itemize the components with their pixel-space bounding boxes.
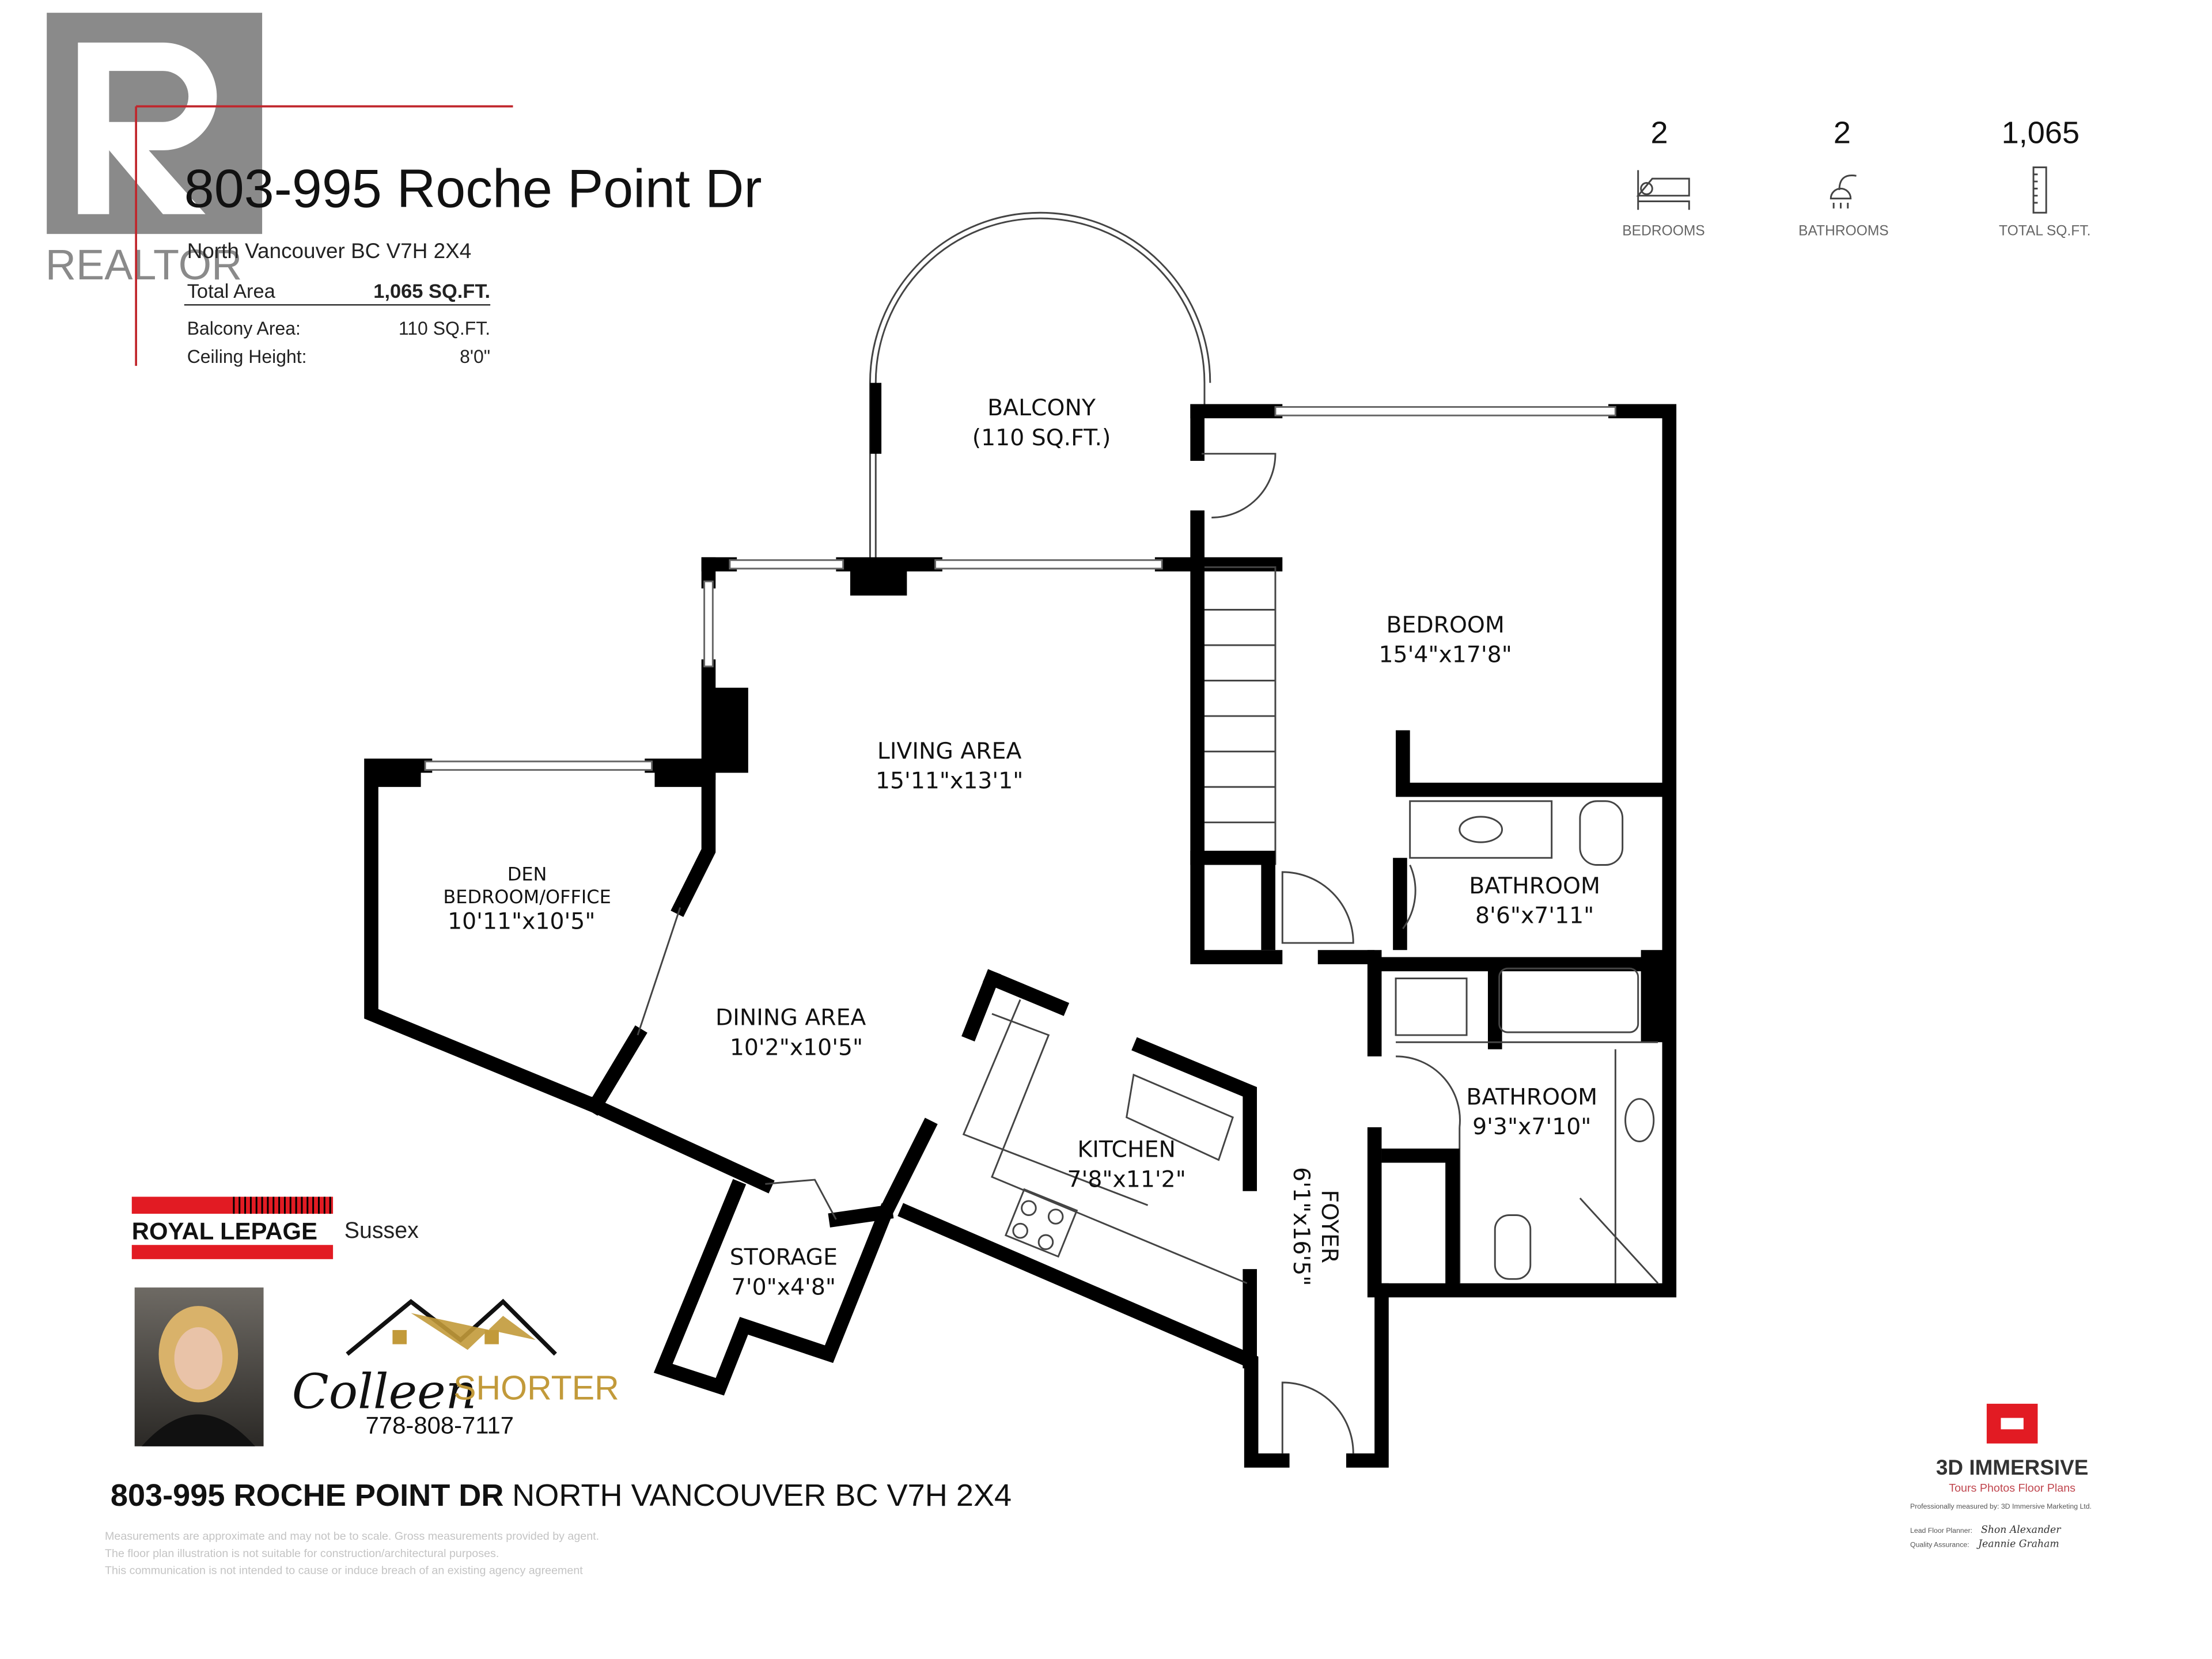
vendor-measured-by: Professionally measured by: 3D Immersive… xyxy=(1910,1502,2092,1510)
room-foyer: FOYER 6'1"x16'5" xyxy=(1288,1167,1343,1286)
room-bathroom-1: BATHROOM 8'6"x7'11" xyxy=(1469,873,1600,929)
stat-label: BEDROOMS xyxy=(1622,224,1705,239)
vendor-logo: 3D IMMERSIVE Tours Photos Floor Plans Pr… xyxy=(1910,1403,2092,1550)
room-dining: DINING AREA 10'2"x10'5" xyxy=(715,1005,866,1061)
brokerage-suffix: Sussex xyxy=(344,1218,419,1243)
shower-icon xyxy=(1830,175,1857,209)
stat-bedrooms: 2 BEDROOMS xyxy=(1622,116,1705,239)
balcony-area-value: 110 SQ.FT. xyxy=(399,318,490,339)
footer-address-bold: 803-995 ROCHE POINT DR xyxy=(111,1478,504,1513)
footer-address-rest: NORTH VANCOUVER BC V7H 2X4 xyxy=(512,1478,1012,1513)
vendor-name: 3D IMMERSIVE xyxy=(1936,1456,2088,1479)
room-size: 15'11"x13'1" xyxy=(876,768,1023,794)
lead-planner-signature: Shon Alexander xyxy=(1981,1524,2062,1536)
stat-bathrooms: 2 BATHROOMS xyxy=(1798,116,1889,239)
disclaimer-line: This communication is not intended to ca… xyxy=(105,1564,583,1577)
total-area-label: Total Area xyxy=(187,281,276,302)
bed-icon xyxy=(1636,170,1690,210)
room-bathroom-2: BATHROOM 9'3"x7'10" xyxy=(1466,1084,1597,1141)
stat-label: BATHROOMS xyxy=(1798,224,1889,239)
stat-value: 1,065 xyxy=(2002,116,2080,150)
agent-first-name: Colleen xyxy=(292,1363,477,1419)
room-size: 8'6"x7'11" xyxy=(1475,902,1594,929)
ceiling-value: 8'0" xyxy=(460,346,490,367)
room-size: 9'3"x7'10" xyxy=(1472,1113,1591,1140)
stat-total-sqft: 1,065 TOTAL SQ.FT. xyxy=(1999,116,2090,239)
balcony-area-label: Balcony Area: xyxy=(187,318,301,339)
room-name: LIVING AREA xyxy=(877,738,1022,764)
room-den: DEN BEDROOM/OFFICE 10'11"x10'5" xyxy=(443,863,611,935)
room-name: DEN xyxy=(507,863,547,885)
room-name: KITCHEN xyxy=(1077,1137,1175,1163)
qa-signature: Jeannie Graham xyxy=(1976,1539,2059,1550)
agent-phone[interactable]: 778-808-7117 xyxy=(366,1412,514,1439)
room-size: 15'4"x17'8" xyxy=(1379,642,1512,668)
lead-planner-label: Lead Floor Planner: xyxy=(1910,1527,1972,1535)
brokerage-logo: ROYAL LEPAGE Sussex xyxy=(131,1196,419,1259)
stat-label: TOTAL SQ.FT. xyxy=(1999,224,2090,239)
room-size: 6'1"x16'5" xyxy=(1288,1167,1315,1286)
stat-value: 2 xyxy=(1651,116,1668,150)
city-line: North Vancouver BC V7H 2X4 xyxy=(187,239,472,263)
total-area-value: 1,065 SQ.FT. xyxy=(373,281,490,302)
stat-value: 2 xyxy=(1834,116,1851,150)
agent-logo: Colleen SHORTER 778-808-7117 xyxy=(292,1298,619,1439)
page-title: 803-995 Roche Point Dr xyxy=(184,158,762,218)
realtor-logo-text: REALTOR xyxy=(46,241,243,289)
room-living: LIVING AREA 15'11"x13'1" xyxy=(876,738,1023,794)
ruler-icon xyxy=(2032,166,2047,214)
ceiling-label: Ceiling Height: xyxy=(187,346,307,367)
room-name: DINING AREA xyxy=(715,1005,866,1031)
floor-plan xyxy=(364,211,1677,1468)
room-name: STORAGE xyxy=(730,1244,838,1271)
room-storage: STORAGE 7'0"x4'8" xyxy=(730,1244,838,1301)
room-kitchen: KITCHEN 7'8"x11'2" xyxy=(1067,1137,1186,1193)
agent-photo xyxy=(134,1287,264,1446)
disclaimer-line: Measurements are approximate and may not… xyxy=(105,1530,599,1543)
room-size: 10'11"x10'5" xyxy=(448,908,595,934)
vendor-tagline: Tours Photos Floor Plans xyxy=(1949,1482,2075,1495)
room-subname: BEDROOM/OFFICE xyxy=(443,886,611,908)
room-name: FOYER xyxy=(1316,1190,1343,1263)
agent-last-name: SHORTER xyxy=(453,1369,619,1407)
room-size: 7'0"x4'8" xyxy=(732,1274,836,1300)
realtor-logo: REALTOR xyxy=(46,13,263,289)
room-size: 10'2"x10'5" xyxy=(730,1034,863,1060)
room-name: BALCONY xyxy=(987,395,1096,421)
qa-label: Quality Assurance: xyxy=(1910,1541,1969,1549)
room-bedroom: BEDROOM 15'4"x17'8" xyxy=(1379,612,1512,668)
room-size: 7'8"x11'2" xyxy=(1067,1166,1186,1192)
room-balcony: BALCONY (110 SQ.FT.) xyxy=(972,395,1111,451)
room-size: (110 SQ.FT.) xyxy=(972,425,1111,451)
room-name: BATHROOM xyxy=(1469,873,1600,899)
disclaimer-line: The floor plan illustration is not suita… xyxy=(105,1547,499,1560)
room-name: BEDROOM xyxy=(1386,612,1504,638)
room-name: BATHROOM xyxy=(1466,1084,1597,1111)
brokerage-name: ROYAL LEPAGE xyxy=(132,1217,317,1244)
